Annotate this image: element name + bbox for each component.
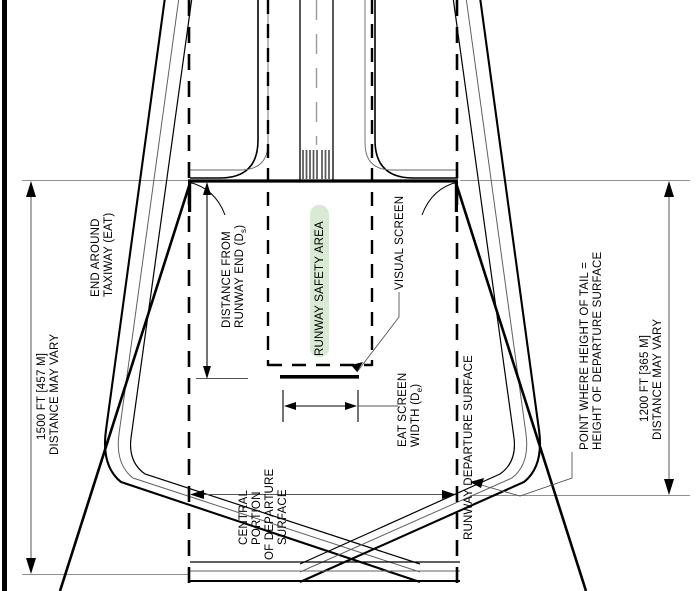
central-portion-label-line3: OF DEPARTURE <box>264 468 276 560</box>
visual-screen-leader <box>351 292 400 373</box>
runway <box>299 0 334 180</box>
eat-screen-width-dimension <box>282 390 398 422</box>
central-portion-label-line1: CENTRAL <box>238 490 250 545</box>
central-portion-label-line2: PORTION <box>251 491 263 545</box>
end-around-taxiway <box>104 0 541 583</box>
visual-screen-bar <box>280 375 359 379</box>
eat-screen-width-label-line1: EAT SCREEN <box>397 373 409 447</box>
end-around-taxiway-label-line2: TAXIWAY (EAT) <box>103 213 115 297</box>
runway-departure-surface-label: RUNWAY DEPARTURE SURFACE <box>463 355 475 540</box>
distance-from-runway-end-paren: ) <box>234 225 246 229</box>
left-dimension-label-line1: 1500 FT [457 M] <box>36 353 48 440</box>
runway-safety-area-boundary <box>266 0 374 367</box>
runway-safety-area-highlight <box>310 205 329 357</box>
departure-surface-sides <box>58 182 588 591</box>
runway-safety-area-label: RUNWAY SAFETY AREA <box>314 221 326 356</box>
tail-height-point-label-line1: POINT WHERE HEIGHT OF TAIL = <box>579 262 591 450</box>
eat-screen-width-paren: ) <box>410 384 422 388</box>
central-portion-of-departure-surface <box>187 0 459 591</box>
eat-screen-width-subscript: e <box>415 387 424 392</box>
runway-threshold-markings <box>302 150 330 179</box>
distance-from-runway-end-subscript: s <box>239 229 248 233</box>
central-portion-label-line4: SURFACE <box>277 489 289 545</box>
tail-height-point-leader <box>470 452 573 497</box>
distance-from-runway-end-line2-text: RUNWAY END (D <box>234 233 246 328</box>
frame-border <box>2 0 7 591</box>
right-dimension-arrow <box>664 181 674 495</box>
visual-screen-label: VISUAL SCREEN <box>394 196 406 290</box>
taxiway-fillets <box>187 0 459 216</box>
eat-screen-width-line2-text: WIDTH (D <box>410 392 422 447</box>
distance-from-runway-end-line1: DISTANCE FROM <box>221 231 233 328</box>
end-around-taxiway-label-line1: END AROUND <box>90 218 102 297</box>
left-dimension-arrow <box>26 181 36 574</box>
distance-from-runway-end-line2: RUNWAY END (Ds) <box>234 225 248 328</box>
tail-height-point-label-line2: HEIGHT OF DEPARTURE SURFACE <box>592 251 604 450</box>
right-dimension-label-line2: DISTANCE MAY VARY <box>652 319 664 440</box>
distance-from-runway-end-dimension <box>196 182 248 379</box>
right-dimension-label-line1: 1200 FT [365 M] <box>639 335 651 422</box>
left-dimension-label-line2: DISTANCE MAY VARY <box>49 334 61 455</box>
central-portion-dimension <box>190 490 456 499</box>
eat-screen-width-label-line2: WIDTH (De) <box>410 384 424 447</box>
